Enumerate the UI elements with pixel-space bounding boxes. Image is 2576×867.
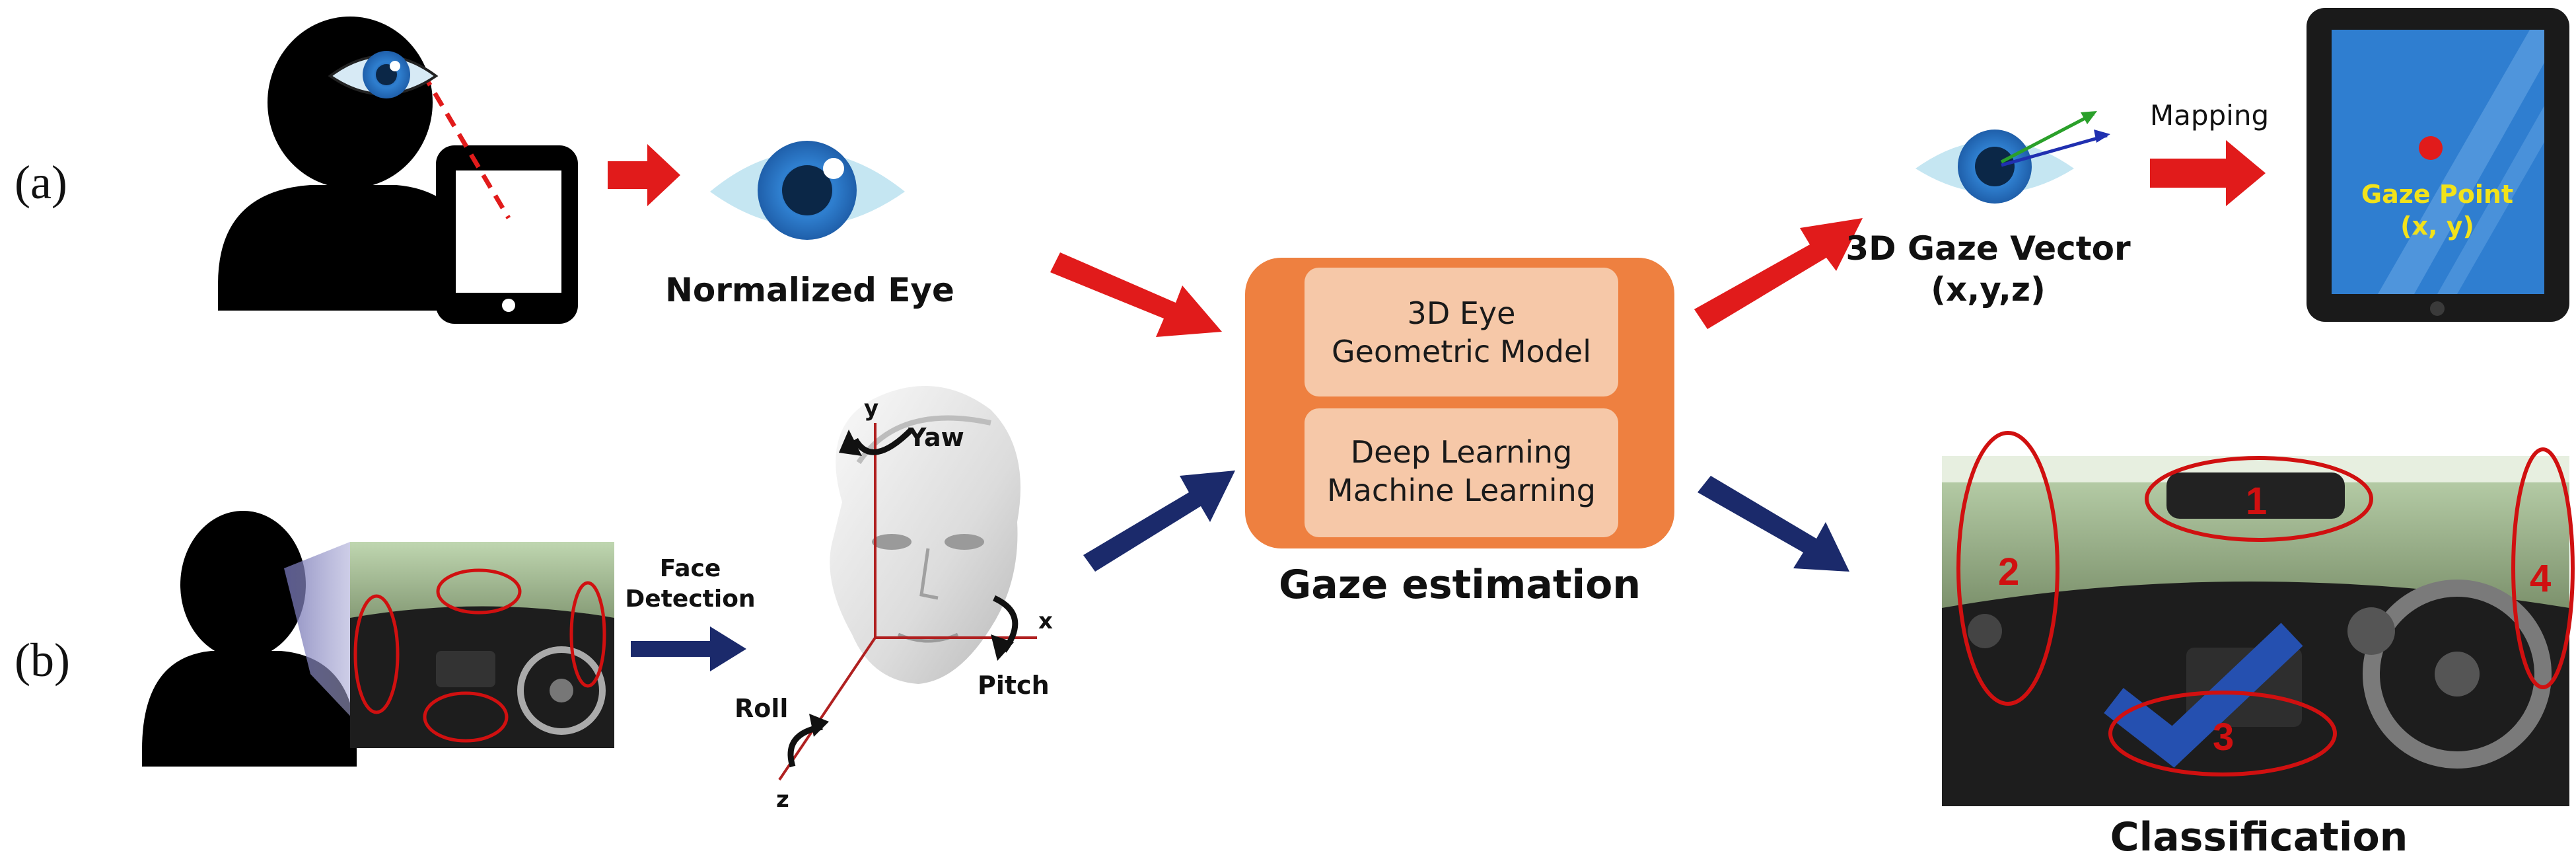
gaze-point-line1: Gaze Point: [2361, 180, 2514, 209]
gaze-estimation-model-box: [1245, 258, 1674, 548]
normalized-eye-icon: [710, 141, 905, 240]
gaze-point-label: Gaze Point (x, y): [2351, 178, 2523, 242]
classification-caption: Classification: [2110, 814, 2408, 860]
axis-z-label: z: [776, 786, 789, 813]
face-detection-caption: Face Detection: [625, 554, 755, 615]
arrow-model-to-vector: [1694, 218, 1863, 329]
zone-1-label: 1: [2246, 480, 2267, 523]
face-detection-line1: Face: [659, 555, 721, 582]
head-pose-3d-head-icon: [830, 386, 1020, 684]
gaze-vector-caption: 3D Gaze Vector (x,y,z): [1845, 228, 2130, 310]
zone-3-label: 3: [2213, 716, 2234, 759]
model-geometric-line2: Geometric Model: [1332, 334, 1591, 369]
model-learning-line1: Deep Learning: [1350, 434, 1573, 470]
mapping-arrow: [2150, 140, 2266, 206]
yaw-label: Yaw: [908, 423, 964, 452]
mapping-caption: Mapping: [2149, 99, 2270, 132]
face-detection-line2: Detection: [625, 585, 756, 613]
head-pose-axes: [778, 423, 1037, 781]
zone-4-label: 4: [2530, 557, 2551, 600]
car-interior-classification-icon: 1 2 3 4: [1942, 431, 2575, 806]
zone-2-label: 2: [1998, 550, 2019, 593]
arrow-eye-to-model: [1050, 252, 1222, 337]
face-detection-arrow: [631, 626, 746, 671]
tablet-gaze-point-icon: [2307, 8, 2569, 322]
gaze-estimation-caption: Gaze estimation: [1278, 562, 1641, 608]
arrow-head-to-model: [1083, 471, 1235, 572]
axis-x-label: x: [1038, 608, 1053, 634]
model-geometric-line1: 3D Eye: [1407, 295, 1516, 331]
model-learning-text: Deep Learning Machine Learning: [1305, 433, 1618, 509]
gaze-vector-line1: 3D Gaze Vector: [1845, 229, 2131, 268]
gaze-point-line2: (x, y): [2400, 211, 2474, 241]
model-geometric-text: 3D Eye Geometric Model: [1305, 294, 1618, 371]
arrow-model-to-classification: [1698, 476, 1849, 572]
panel-label-a: (a): [15, 156, 67, 209]
panel-label-b: (b): [15, 634, 70, 687]
gaze-vector-eye-icon: [1915, 111, 2110, 204]
arrow-to-normalized-eye: [608, 144, 680, 206]
model-learning-line2: Machine Learning: [1327, 472, 1596, 508]
roll-label: Roll: [734, 694, 789, 723]
normalized-eye-caption: Normalized Eye: [665, 271, 954, 309]
user-eye-icon: [328, 51, 439, 98]
pitch-label: Pitch: [978, 671, 1050, 700]
axis-y-label: y: [864, 395, 879, 422]
gaze-vector-line2: (x,y,z): [1931, 270, 2046, 309]
person-in-car-icon: [142, 511, 614, 767]
